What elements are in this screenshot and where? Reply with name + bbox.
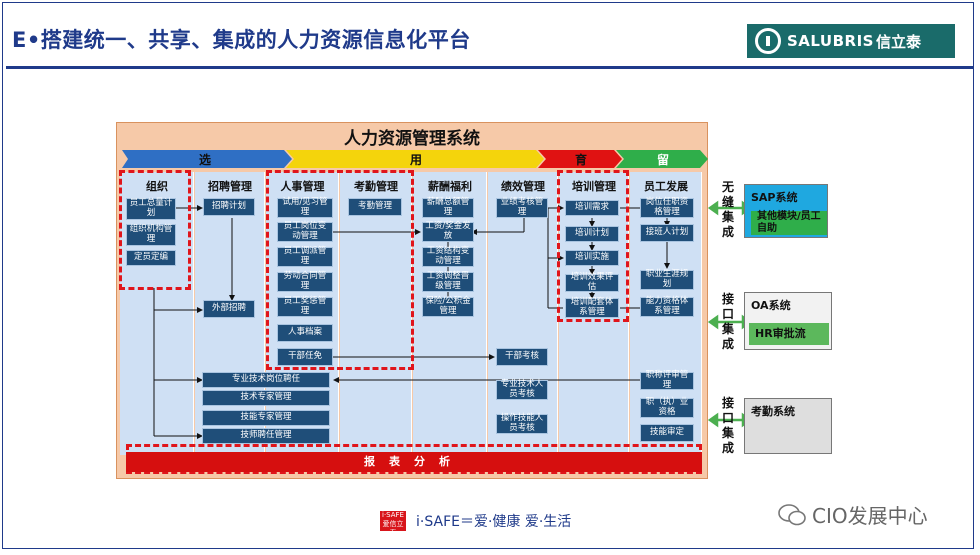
logo-text: SALUBRIS bbox=[787, 32, 874, 50]
node-train-evaluate: 培训效果评估 bbox=[565, 272, 619, 292]
node-dev-vocational: 职（执）业资格 bbox=[640, 397, 694, 418]
column-header-train: 培训管理 bbox=[572, 180, 616, 193]
node-dev-skill-review: 技能审定 bbox=[640, 424, 694, 442]
integration-label-oa: 接口集成 bbox=[721, 292, 734, 351]
watermark-text: CIO发展中心 bbox=[812, 504, 928, 528]
column-header-hr: 人事管理 bbox=[280, 180, 325, 193]
stage-develop: 育 bbox=[574, 152, 587, 167]
slide-title: E•搭建统一、共享、集成的人力资源信息化平台 bbox=[12, 28, 471, 52]
node-pay-structure: 工资结构变动管理 bbox=[422, 246, 474, 267]
node-org-structure: 组织机构管理 bbox=[126, 224, 176, 246]
company-logo: SALUBRIS 信立泰 bbox=[747, 24, 955, 58]
node-attendance: 考勤管理 bbox=[348, 198, 402, 216]
node-dev-career: 职业生涯规划 bbox=[640, 269, 694, 290]
watermark: CIO发展中心 bbox=[778, 500, 928, 529]
node-hr-position-change: 员工岗位变动管理 bbox=[277, 221, 333, 242]
node-pay-insurance: 保险/公积金管理 bbox=[422, 296, 474, 317]
external-sap-sub: 其他模块/员工自助 bbox=[751, 211, 827, 235]
integration-label-sap: 无缝集成 bbox=[721, 180, 734, 239]
external-attendance: 考勤系统 bbox=[744, 398, 832, 454]
node-recruit-external: 外部招聘 bbox=[203, 300, 255, 318]
node-shared-tech-post: 专业技术岗位聘任 bbox=[202, 372, 330, 388]
node-pay-payout: 工资/奖金发放 bbox=[422, 221, 474, 242]
node-train-plan: 培训计划 bbox=[565, 226, 619, 242]
footer-slogan: i·SAFE＝爱·健康 爱·生活 bbox=[416, 514, 572, 530]
node-hr-cadre: 干部任免 bbox=[277, 348, 333, 366]
node-dev-succession: 接班人计划 bbox=[640, 224, 694, 242]
node-hr-probation: 试用/见习管理 bbox=[277, 197, 333, 218]
node-perf-appraisal: 业绩考核管理 bbox=[496, 197, 548, 218]
external-sap: SAP系统 其他模块/员工自助 bbox=[744, 184, 828, 238]
node-org-staffing: 定员定编 bbox=[126, 250, 176, 266]
logo-cn: 信立泰 bbox=[875, 32, 921, 51]
hr-system-title: 人力资源管理系统 bbox=[344, 129, 480, 149]
highlight-hr-attendance bbox=[266, 170, 414, 370]
node-train-system: 培训配套体系管理 bbox=[565, 297, 619, 318]
integration-label-attendance: 接口集成 bbox=[721, 396, 734, 455]
column-header-org: 组织 bbox=[146, 180, 168, 193]
logo-mark-icon bbox=[755, 28, 781, 54]
slide-frame bbox=[2, 2, 974, 549]
node-dev-capability: 能力资格体系管理 bbox=[640, 296, 694, 317]
node-perf-tech: 专业技术人员考核 bbox=[496, 379, 548, 400]
report-analysis-bar: 报表分析 bbox=[126, 452, 702, 472]
node-train-needs: 培训需求 bbox=[565, 200, 619, 216]
node-shared-technician: 技师聘任管理 bbox=[202, 428, 330, 444]
highlight-org bbox=[119, 170, 191, 290]
external-oa-title: OA系统 bbox=[751, 299, 791, 312]
node-org-headcount: 员工总量计划 bbox=[126, 198, 176, 220]
external-oa: OA系统 HR审批流 bbox=[744, 292, 832, 350]
node-hr-archive: 人事档案 bbox=[277, 324, 333, 342]
title-underline bbox=[6, 66, 974, 69]
node-dev-title-review: 职称评审管理 bbox=[640, 370, 694, 390]
external-attendance-title: 考勤系统 bbox=[751, 405, 795, 418]
footer-slogan-area: i·SAFE 爱信立泰 i·SAFE＝爱·健康 爱·生活 bbox=[380, 511, 572, 537]
node-train-implement: 培训实施 bbox=[565, 250, 619, 266]
node-pay-adjust: 工资调整晋级管理 bbox=[422, 271, 474, 292]
wechat-icon bbox=[778, 503, 806, 525]
column-perf bbox=[488, 172, 558, 455]
node-perf-cadre: 干部考核 bbox=[496, 348, 548, 366]
stage-select: 选 bbox=[198, 152, 211, 167]
column-header-recruit: 招聘管理 bbox=[208, 180, 252, 193]
column-header-attend: 考勤管理 bbox=[354, 180, 398, 193]
node-shared-tech-expert: 技术专家管理 bbox=[202, 390, 330, 406]
column-header-dev: 员工发展 bbox=[644, 180, 688, 193]
node-hr-contract: 劳动合同管理 bbox=[277, 271, 333, 292]
node-shared-skill-expert: 技能专家管理 bbox=[202, 410, 330, 426]
column-header-perf: 绩效管理 bbox=[501, 180, 545, 193]
external-sap-title: SAP系统 bbox=[751, 191, 798, 204]
node-pay-total: 薪酬总额管理 bbox=[422, 197, 474, 218]
isafe-badge: i·SAFE 爱信立泰 bbox=[380, 511, 406, 537]
external-oa-sub: HR审批流 bbox=[749, 323, 829, 345]
node-recruit-plan: 招聘计划 bbox=[203, 198, 255, 216]
stage-retain: 留 bbox=[656, 152, 669, 167]
node-perf-skill: 操作技能人员考核 bbox=[496, 413, 548, 434]
stage-use: 用 bbox=[409, 152, 422, 167]
node-dev-qualification: 岗位任职资格管理 bbox=[640, 197, 694, 218]
node-hr-reward: 员工奖惩管理 bbox=[277, 296, 333, 317]
column-header-pay: 薪酬福利 bbox=[428, 180, 472, 193]
node-hr-dispatch: 员工调派管理 bbox=[277, 246, 333, 267]
highlight-training bbox=[557, 170, 629, 322]
